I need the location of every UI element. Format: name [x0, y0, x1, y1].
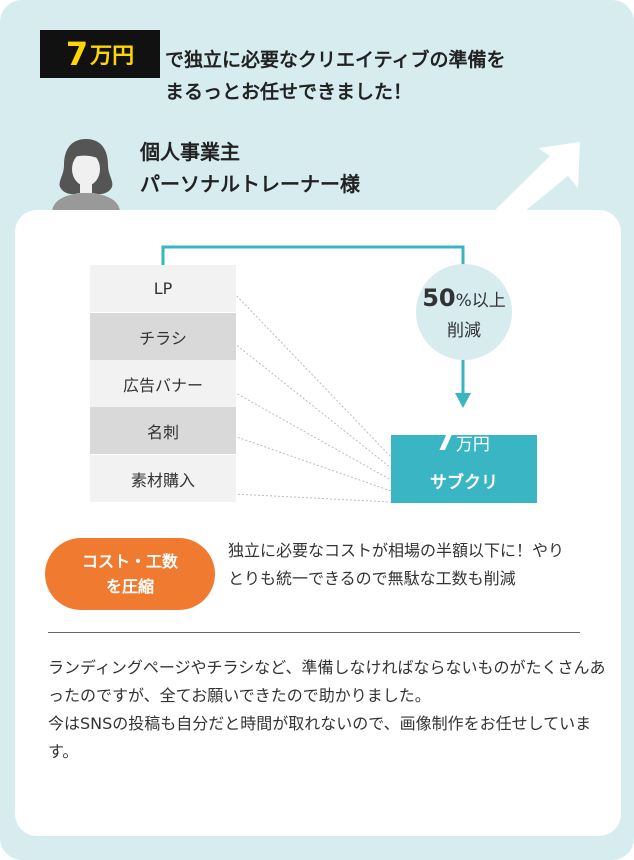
testimonial-paragraph: 今はSNSの投稿も自分だと時間が取れないので、画像制作をお任せしています。: [48, 714, 592, 761]
down-arrow-head: [455, 393, 471, 408]
reduction-suffix: %以上: [455, 290, 506, 311]
benefit-label-2: を圧縮: [105, 577, 154, 596]
divider: [48, 632, 580, 633]
headline-line-2: まるっとお任せできました！: [165, 81, 413, 103]
price-number: 7: [65, 35, 89, 73]
cost-item: LP: [90, 265, 236, 312]
dotted-lines: [233, 292, 392, 503]
sub-name: サブクリ: [430, 473, 498, 493]
benefit-label-1: コスト・工数: [81, 552, 178, 571]
price-unit: 万円: [90, 44, 135, 69]
price-badge: 7 万円: [40, 30, 160, 78]
cost-item: 広告バナー: [90, 360, 236, 407]
benefit-description: 独立に必要なコストが相場の半額以下に！やりとりも統一できるので無駄な工数も削減: [228, 541, 565, 588]
avatar-icon: [52, 139, 120, 211]
customer-info: 個人事業主 パーソナルトレーナー様: [140, 136, 360, 200]
testimonial: ランディングページやチラシなど、準備しなければならないものがたくさんあったのです…: [48, 654, 608, 766]
customer-type: 個人事業主: [140, 140, 240, 164]
cost-item: 素材購入: [90, 455, 236, 502]
cost-diagram: [161, 245, 471, 503]
benefit-pill: コスト・工数を圧縮: [45, 538, 215, 610]
cost-item: 名刺: [90, 407, 236, 454]
cost-item: チラシ: [90, 313, 236, 360]
sub-price-number: 7: [435, 423, 456, 458]
sub-price-unit: 万円: [455, 435, 490, 455]
customer-name: パーソナルトレーナー様: [140, 172, 360, 196]
headline-line-1: で独立に必要なクリエイティブの準備を: [165, 49, 506, 71]
reduction-number: 50: [422, 283, 456, 312]
headline: で独立に必要なクリエイティブの準備を まるっとお任せできました！: [165, 44, 625, 108]
reduction-label: 削減: [447, 320, 481, 341]
subcre-box: 7万円 サブクリ: [391, 423, 537, 503]
growth-arrow-icon: [490, 142, 580, 215]
connector-line: [161, 245, 465, 266]
testimonial-paragraph: ランディングページやチラシなど、準備しなければならないものがたくさんあったのです…: [48, 658, 606, 705]
reduction-circle: 50%以上 削減: [416, 264, 512, 360]
